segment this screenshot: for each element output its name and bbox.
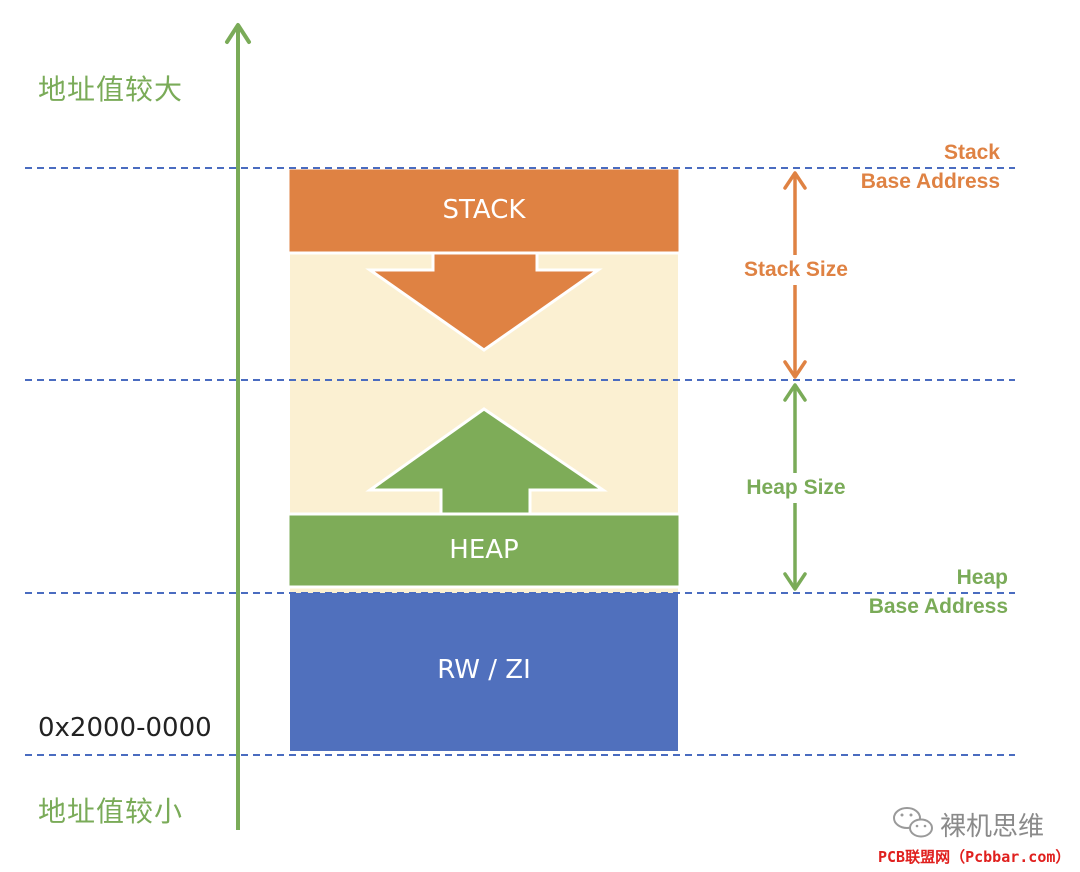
heap-size-arrowhead-top (783, 383, 807, 402)
rw-zi-block (290, 593, 678, 751)
wechat-icon (893, 807, 933, 838)
stack-size-arrowhead-top (783, 171, 807, 190)
axis-top-label: 地址值较大 (38, 73, 184, 106)
heap-base-label-line1: Heap (956, 566, 1008, 589)
heap-base-label-line2: Base Address (868, 595, 1008, 618)
stack-size-label: Stack Size (738, 255, 854, 285)
stack-base-label-line2: Base Address (860, 170, 1000, 193)
watermark-site: PCB联盟网（Pcbbar.com） (878, 848, 1071, 866)
rw-zi-block-label: RW / ZI (437, 655, 531, 685)
address-axis-arrowhead (225, 23, 251, 44)
heap-size-arrowhead-bottom (783, 572, 807, 591)
heap-size-label: Heap Size (738, 473, 854, 503)
ram-start-address-label: 0x2000-0000 (38, 713, 216, 743)
heap-block (286, 512, 682, 589)
stack-base-label-line1: Stack (943, 141, 1000, 164)
watermark-name: 裸机思维 (940, 812, 1045, 842)
heap-base-address-label: Heap Base Address (869, 563, 1008, 621)
stack-base-address-label: Stack Base Address (861, 138, 1000, 196)
axis-bottom-label: 地址值较小 (38, 795, 184, 828)
stack-size-arrowhead-bottom (783, 360, 807, 379)
stack-down-arrow (365, 251, 603, 352)
heap-block-label: HEAP (449, 535, 519, 565)
stack-block-label: STACK (442, 195, 526, 225)
heap-up-arrow (365, 407, 608, 518)
